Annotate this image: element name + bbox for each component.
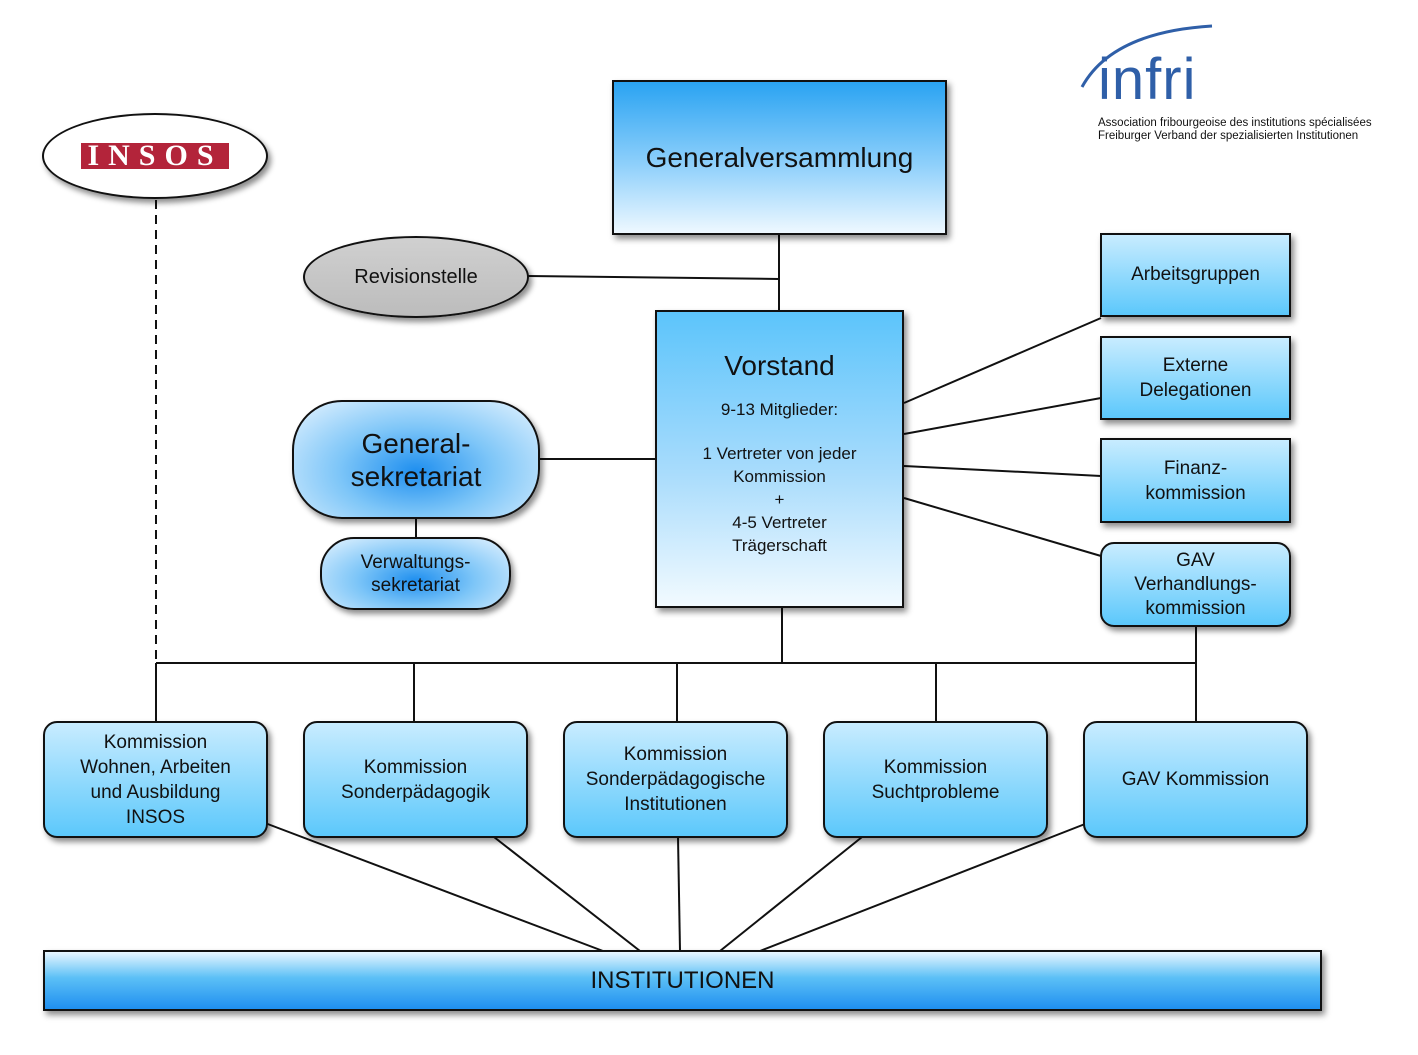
generalsekretariat-label: General- sekretariat [350,427,482,492]
verwaltungssekretariat-label: Verwaltungs- sekretariat [360,551,471,596]
kommission-wohnen-label: Kommission Wohnen, Arbeiten und Ausbildu… [80,731,231,828]
generalsekretariat-node[interactable]: General- sekretariat [292,400,540,519]
gav-kommission-box[interactable]: GAV Kommission [1083,721,1308,838]
logo-tagline-fr: Association fribourgeoise des institutio… [1098,117,1372,129]
gav-verhandlungskommission-label: GAV Verhandlungs- kommission [1134,549,1257,619]
finanzkommission-label: Finanz- kommission [1145,457,1246,504]
insos-node[interactable]: INSOS [42,113,268,199]
kommission-sonderpaedagogische-institutionen-box[interactable]: Kommission Sonderpädagogische Institutio… [563,721,788,838]
kommission-wohnen-box[interactable]: Kommission Wohnen, Arbeiten und Ausbildu… [43,721,268,838]
externe-delegationen-label: Externe Delegationen [1139,355,1252,401]
kommission-sonderpaedagogische-institutionen-label: Kommission Sonderpädagogische Institutio… [585,744,766,815]
vorstand-box[interactable]: Vorstand 9-13 Mitglieder: 1 Vertreter vo… [655,310,904,608]
generalversammlung-label: Generalversammlung [645,141,914,173]
institutionen-bar[interactable]: INSTITUTIONEN [43,950,1322,1011]
revisionstelle-label: Revisionstelle [354,265,478,288]
logo-arc [1080,24,1213,88]
infri-logo: infri Association fribourgeoise des inst… [1072,22,1402,152]
kommission-sonderpaedagogik-label: Kommission Sonderpädagogik [341,756,490,803]
kommission-suchtprobleme-label: Kommission Suchtprobleme [871,756,1000,803]
vorstand-members: 9-13 Mitglieder: [720,400,839,419]
externe-delegationen-box[interactable]: Externe Delegationen [1100,336,1291,420]
verwaltungssekretariat-node[interactable]: Verwaltungs- sekretariat [320,537,511,610]
gav-verhandlungskommission-box[interactable]: GAV Verhandlungs- kommission [1100,542,1291,627]
kommission-suchtprobleme-box[interactable]: Kommission Suchtprobleme [823,721,1048,838]
institutionen-label: INSTITUTIONEN [590,966,775,994]
insos-logo-text: INSOS [81,141,229,171]
gav-kommission-label: GAV Kommission [1121,769,1270,790]
arbeitsgruppen-box[interactable]: Arbeitsgruppen [1100,233,1291,317]
generalversammlung-box[interactable]: Generalversammlung [612,80,947,235]
arbeitsgruppen-label: Arbeitsgruppen [1131,264,1260,285]
revisionstelle-node[interactable]: Revisionstelle [303,236,529,318]
vorstand-title: Vorstand [724,350,835,381]
vorstand-composition: 1 Vertreter von jeder Kommission + 4-5 V… [702,444,857,555]
finanzkommission-box[interactable]: Finanz- kommission [1100,438,1291,523]
logo-tagline-de: Freiburger Verband der spezialisierten I… [1098,130,1359,142]
logo-wordmark: infri [1098,47,1197,112]
kommission-sonderpaedagogik-box[interactable]: Kommission Sonderpädagogik [303,721,528,838]
